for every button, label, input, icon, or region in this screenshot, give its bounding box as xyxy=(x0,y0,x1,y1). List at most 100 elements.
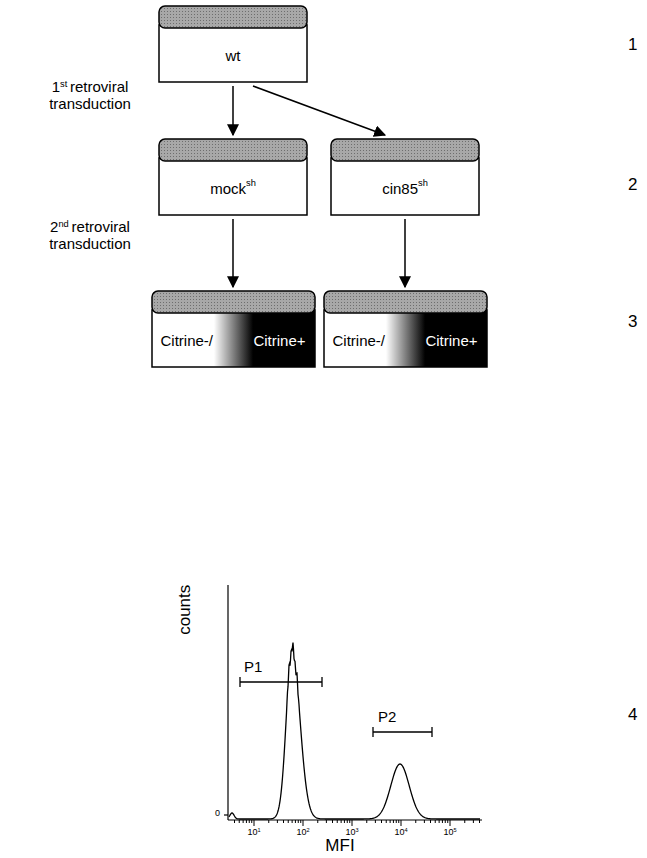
dish-label: mock xyxy=(210,180,246,197)
x-tick xyxy=(288,820,289,823)
x-tick xyxy=(337,820,338,823)
x-tick xyxy=(341,820,342,823)
x-tick xyxy=(398,820,399,823)
x-tick xyxy=(332,820,333,823)
tick-label-group: 101 xyxy=(239,827,269,837)
x-tick xyxy=(435,820,436,823)
dish-body xyxy=(331,158,479,215)
x-tick xyxy=(450,820,451,826)
dish-label: Citrine+ xyxy=(253,332,305,349)
row-number: 4 xyxy=(628,705,637,724)
superscript: sh xyxy=(418,178,428,188)
gate-bracket xyxy=(240,677,322,687)
x-tick xyxy=(251,820,252,823)
x-tick xyxy=(326,820,327,823)
tick-label-group: 104 xyxy=(386,827,416,837)
tick-label-group: 105 xyxy=(435,827,465,837)
x-tick xyxy=(447,820,448,823)
gate-label-group: P2 xyxy=(378,708,408,725)
x-tick xyxy=(479,820,480,823)
x-tick xyxy=(268,820,269,823)
x-tick xyxy=(239,820,240,823)
axis-title-group: counts xyxy=(175,575,195,645)
y-tick xyxy=(224,814,228,815)
x-tick xyxy=(347,820,348,823)
tick-label: 10 xyxy=(296,827,306,837)
row-number-group: 1 xyxy=(628,35,647,55)
tick-label: 0 xyxy=(215,808,220,818)
x-tick xyxy=(283,820,284,823)
x-tick xyxy=(445,820,446,823)
step-label: 2 xyxy=(50,218,58,235)
dish-lid xyxy=(159,6,307,28)
row-number: 1 xyxy=(628,35,637,54)
axis-title: counts xyxy=(175,585,194,635)
tick-label-group: 102 xyxy=(288,827,318,837)
x-tick xyxy=(234,820,235,823)
x-tick xyxy=(375,820,376,823)
superscript: 4 xyxy=(404,827,407,833)
x-tick xyxy=(381,820,382,823)
dish-lid xyxy=(152,291,315,313)
petri-dish: cin85sh xyxy=(330,138,480,216)
tick-label: 10 xyxy=(345,827,355,837)
axis-title: MFI xyxy=(325,836,354,855)
x-tick xyxy=(442,820,443,823)
x-tick xyxy=(430,820,431,823)
x-tick xyxy=(352,820,353,826)
dish-label: wt xyxy=(226,47,241,64)
superscript: st xyxy=(60,79,67,89)
x-tick xyxy=(246,820,247,823)
dish-outline xyxy=(330,138,480,216)
row-number: 3 xyxy=(628,312,637,331)
x-tick xyxy=(254,820,255,826)
petri-dish: wt xyxy=(158,5,308,83)
superscript: sh xyxy=(246,178,256,188)
row-number-group: 4 xyxy=(628,705,647,725)
x-tick xyxy=(277,820,278,823)
x-tick xyxy=(393,820,394,823)
dish-lid xyxy=(324,291,487,313)
x-tick xyxy=(415,820,416,823)
arrow xyxy=(232,86,234,135)
x-tick xyxy=(249,820,250,823)
dish-lid xyxy=(331,139,479,161)
x-tick xyxy=(464,820,465,823)
x-tick xyxy=(317,820,318,823)
x-tick xyxy=(424,820,425,823)
x-tick xyxy=(292,820,293,823)
petri-dish: Citrine-/ Citrine+ xyxy=(151,290,316,368)
arrow xyxy=(404,219,406,287)
row-number-group: 3 xyxy=(628,312,647,332)
histogram-curve xyxy=(229,643,480,819)
arrow xyxy=(253,86,385,135)
x-tick xyxy=(439,820,440,823)
superscript: 3 xyxy=(355,827,358,833)
x-tick xyxy=(303,820,304,826)
step-label-group: 2ndretroviral transduction xyxy=(28,218,152,253)
tick-label: 10 xyxy=(394,827,404,837)
dish-outline xyxy=(323,290,488,368)
tick-label: 10 xyxy=(247,827,257,837)
x-tick xyxy=(396,820,397,823)
x-tick xyxy=(401,820,402,826)
superscript: 2 xyxy=(306,827,309,833)
x-tick xyxy=(366,820,367,823)
petri-dish: Citrine-/Citrine+ xyxy=(323,290,488,368)
x-tick xyxy=(386,820,387,823)
dish-body xyxy=(159,158,307,215)
row-number: 2 xyxy=(628,175,637,194)
step-label: 1 xyxy=(52,78,60,95)
tick-label-group: 0 xyxy=(206,808,220,818)
arrow xyxy=(232,219,234,287)
x-tick xyxy=(300,820,301,823)
dish-label: cin85 xyxy=(382,180,418,197)
dish-body xyxy=(159,25,307,82)
dish-label: Citrine-/ xyxy=(161,332,214,349)
x-tick xyxy=(298,820,299,823)
gate-bracket xyxy=(373,727,432,737)
tick-label-group: 103 xyxy=(337,827,367,837)
gate-label-group: P1 xyxy=(244,658,274,675)
